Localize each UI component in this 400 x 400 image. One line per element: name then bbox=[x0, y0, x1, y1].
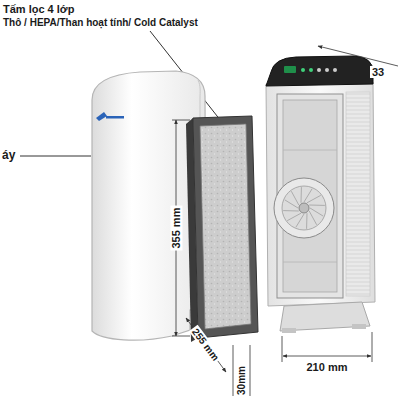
leader-line bbox=[20, 156, 91, 157]
dimension-label: 210 mm bbox=[305, 361, 350, 373]
part-label: áy bbox=[2, 149, 15, 162]
dimension-label: 355 mm bbox=[170, 206, 182, 251]
dimension-line bbox=[282, 332, 372, 362]
filter-panel bbox=[186, 116, 258, 342]
dimension-line bbox=[186, 318, 226, 372]
dimension-line bbox=[233, 345, 250, 396]
part-label: Tấm lọc 4 lớp bbox=[3, 3, 74, 15]
dimension-line bbox=[318, 46, 398, 66]
dimension-label: 33 bbox=[370, 66, 386, 78]
part-label: Thô / HEPA/Than hoạt tính/ Cold Catalyst bbox=[3, 17, 198, 28]
purifier-body bbox=[266, 56, 375, 333]
dimension-label: 30mm bbox=[236, 364, 247, 397]
